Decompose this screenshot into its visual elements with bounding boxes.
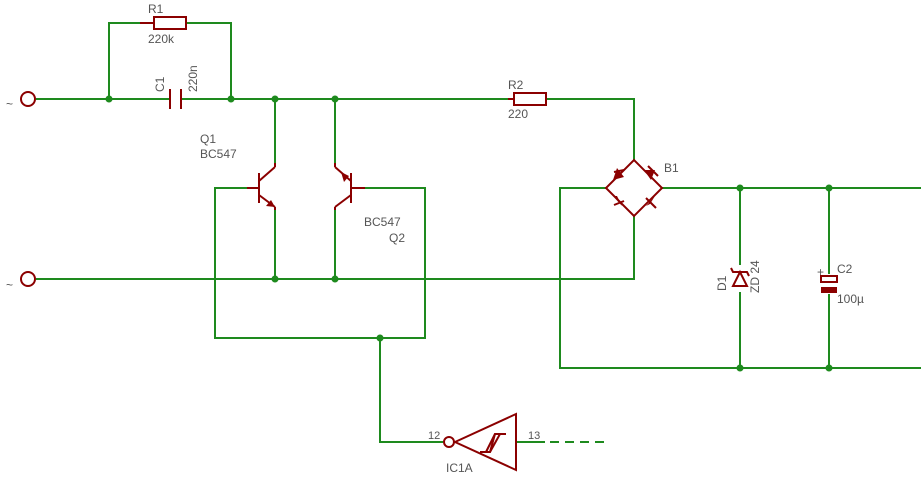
b1-name: B1 — [664, 161, 679, 175]
ac-symbol-top: ~ — [6, 97, 13, 111]
q1-value: BC547 — [200, 147, 237, 161]
bridge-diode-tl — [613, 168, 625, 180]
q1-name: Q1 — [200, 132, 216, 146]
ac-terminal-top: ~ — [6, 91, 36, 111]
d1-value: ZD 24 — [748, 260, 762, 293]
r1-value: 220k — [148, 32, 175, 46]
junction-dot — [736, 364, 744, 372]
r1-name: R1 — [148, 2, 164, 16]
resistor-r1: R1 220k — [140, 2, 187, 46]
bridge-diode-bl — [613, 196, 625, 206]
c1-name: C1 — [153, 76, 167, 92]
junction-dot — [105, 95, 113, 103]
transistor-q2: BC547 Q2 — [334, 163, 405, 245]
c2-polarity: + — [817, 265, 824, 279]
bridge-rectifier-b1: B1 — [604, 158, 679, 218]
zener-diode-d1: D1 ZD 24 — [715, 260, 762, 293]
bridge-diode-br — [645, 196, 657, 209]
junction-dot — [825, 364, 833, 372]
d1-name: D1 — [715, 275, 729, 291]
ac-terminal-bottom: ~ — [6, 271, 36, 292]
q2-value: BC547 — [364, 215, 401, 229]
c2-name: C2 — [837, 262, 853, 276]
bridge-diode-tr — [644, 165, 659, 180]
junction-dot — [376, 334, 384, 342]
junction-dot — [271, 95, 279, 103]
wires — [36, 22, 921, 443]
resistor-r2: R2 220 — [508, 78, 547, 121]
junction-dot — [331, 275, 339, 283]
ic1a-name: IC1A — [446, 461, 473, 475]
capacitor-c2: + C2 100µ — [817, 262, 864, 306]
junction-dot — [271, 275, 279, 283]
junction-dot — [227, 95, 235, 103]
ic1a-pin-out: 13 — [528, 430, 540, 442]
r2-value: 220 — [508, 107, 528, 121]
q2-name: Q2 — [389, 231, 405, 245]
c2-value: 100µ — [837, 292, 864, 306]
schmitt-inverter-ic1a: 12 13 IC1A — [428, 412, 540, 475]
c1-value: 220n — [186, 65, 200, 92]
ac-symbol-bottom: ~ — [6, 278, 13, 292]
capacitor-c1: C1 220n — [153, 65, 200, 109]
ic1a-pin-in: 12 — [428, 430, 440, 442]
r2-name: R2 — [508, 78, 524, 92]
junctions — [105, 95, 833, 372]
junction-dot — [736, 184, 744, 192]
junction-dot — [331, 95, 339, 103]
transistor-q1: Q1 BC547 — [200, 132, 276, 210]
junction-dot — [825, 184, 833, 192]
